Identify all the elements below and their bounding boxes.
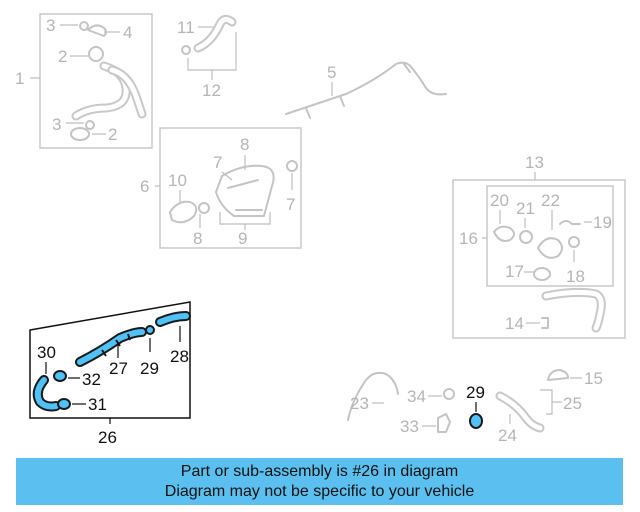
callout-16: 16 [459, 229, 478, 248]
callout-6: 6 [140, 177, 149, 196]
clamp-icon [443, 388, 455, 400]
callout-5: 5 [327, 63, 336, 82]
callout-7a: 7 [213, 153, 222, 172]
ring-icon [286, 160, 298, 172]
callout-10: 10 [168, 171, 187, 190]
callout-3a: 3 [46, 16, 55, 35]
callout-29b: 29 [466, 383, 485, 402]
callout-33: 33 [400, 417, 419, 436]
cap-icon [547, 369, 569, 381]
cap-icon [87, 24, 107, 37]
fitting-icon [169, 200, 198, 224]
callout-13: 13 [525, 153, 544, 172]
callout-12: 12 [202, 81, 221, 100]
ring-icon [70, 127, 90, 141]
callout-11: 11 [177, 18, 195, 37]
callout-29a: 29 [140, 359, 159, 378]
group-26[interactable]: 26 27 29 28 30 32 31 [29, 301, 191, 447]
callout-28: 28 [170, 347, 189, 366]
group-6-box [159, 127, 302, 249]
ring-29-b[interactable] [469, 413, 483, 429]
group-13: 13 16 20 21 22 19 18 17 14 [452, 153, 626, 339]
ring-icon [533, 267, 551, 281]
bracket-icon [437, 413, 451, 433]
group-1: 1 3 4 2 3 2 [15, 13, 153, 149]
callout-15: 15 [584, 369, 603, 388]
callout-17: 17 [505, 262, 524, 281]
callout-31: 31 [88, 395, 107, 414]
ring-icon [198, 202, 210, 214]
part-5: 5 [285, 61, 447, 119]
callout-2a: 2 [58, 47, 67, 66]
banner-line-2: Diagram may not be specific to your vehi… [164, 482, 475, 500]
callout-23: 23 [350, 394, 369, 413]
callout-27: 27 [109, 359, 128, 378]
callout-22: 22 [541, 191, 560, 210]
group-26-box[interactable] [29, 301, 191, 419]
callout-4: 4 [123, 23, 132, 42]
ring-icon [88, 46, 104, 62]
clamp-31[interactable] [57, 398, 71, 410]
info-banner: Part or sub-assembly is #26 in diagram D… [16, 458, 623, 505]
group-13-box [452, 179, 626, 339]
callout-26[interactable]: 26 [98, 428, 117, 447]
callout-1: 1 [15, 69, 24, 88]
clamp-icon [85, 120, 95, 130]
gasket-icon [493, 225, 515, 242]
callout-8b: 8 [193, 229, 202, 248]
group-11-12: 11 12 [177, 14, 237, 100]
thermostat-icon [537, 237, 563, 259]
ring-29[interactable] [145, 325, 155, 335]
callout-19: 19 [593, 213, 612, 232]
ring-icon [519, 230, 533, 244]
housing-icon [215, 164, 275, 217]
clamp-icon [181, 45, 191, 55]
clamp-32[interactable] [53, 370, 67, 382]
callout-32: 32 [82, 370, 101, 389]
callout-25: 25 [563, 394, 582, 413]
group-16-box [486, 185, 614, 287]
callout-8a: 8 [240, 135, 249, 154]
group-6: 6 8 7 10 7 8 9 [140, 127, 302, 249]
lower-right-parts: 23 34 33 29 24 25 15 [347, 369, 603, 445]
callout-14: 14 [505, 314, 524, 333]
callout-2b: 2 [108, 125, 117, 144]
callout-20: 20 [490, 191, 509, 210]
group-1-box [39, 13, 153, 149]
callout-18: 18 [566, 267, 585, 286]
callout-21: 21 [516, 199, 535, 218]
callout-24: 24 [498, 426, 517, 445]
clamp-icon [79, 21, 89, 31]
callout-3b: 3 [52, 115, 61, 134]
callout-30: 30 [37, 343, 56, 362]
banner-line-1: Part or sub-assembly is #26 in diagram [180, 462, 459, 480]
callout-9: 9 [238, 229, 247, 248]
callout-7b: 7 [286, 195, 295, 214]
ring-icon [568, 236, 580, 248]
callout-34: 34 [407, 387, 426, 406]
